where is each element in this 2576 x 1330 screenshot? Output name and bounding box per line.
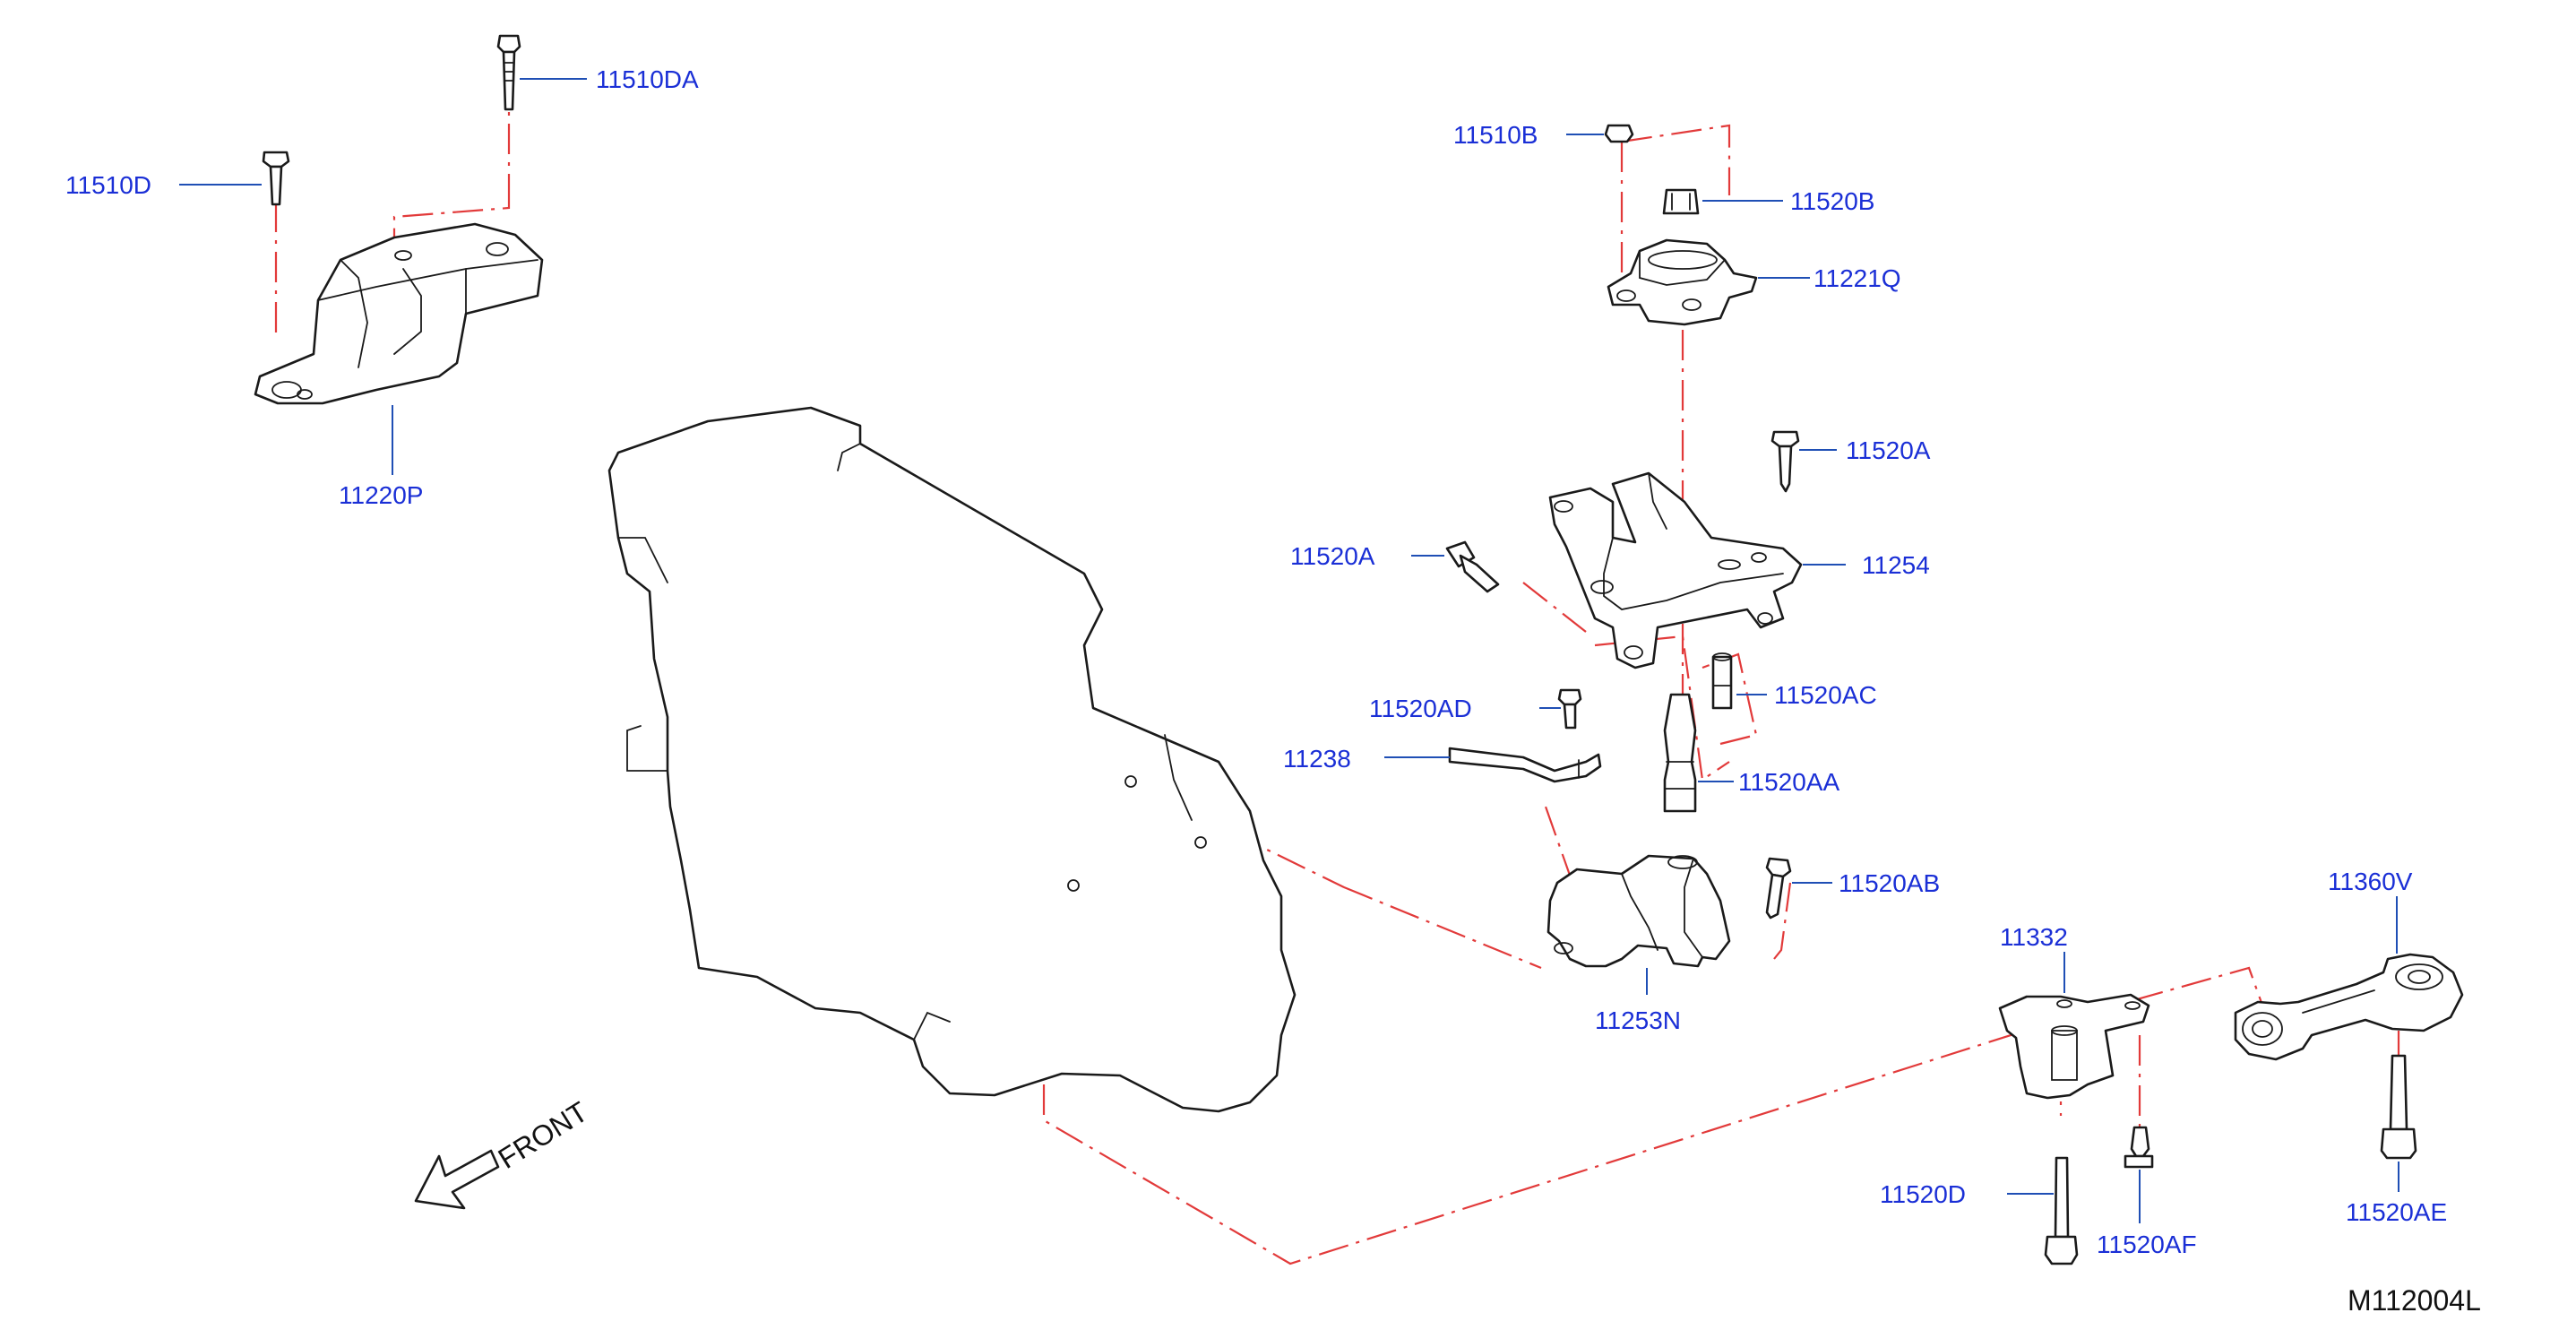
bracket-11253N [1546,854,1731,968]
left-engine-mount-11220P [254,222,544,405]
label-11510B: 11510B [1453,121,1538,149]
label-11220P: 11220P [339,481,423,509]
bolt-11510DA [496,34,521,111]
label-11510D: 11510D [65,171,151,199]
bolt-11520AF [2124,1126,2154,1169]
label-11520AF: 11520AF [2097,1231,2197,1258]
label-11332: 11332 [2000,923,2068,951]
part-number-labels: 11510DA 11510D 11220P 11510B 11520B 1122… [65,65,2447,1258]
bolt-11520AE [2380,1054,2417,1160]
nut-11520B [1662,188,1700,215]
label-11221Q: 11221Q [1814,264,1901,292]
spacer-11520AC [1711,652,1733,710]
label-11360V: 11360V [2328,868,2413,895]
bolt-11520A-right [1770,430,1800,493]
engine-block-outline [607,406,1297,1113]
label-11520AE: 11520AE [2346,1198,2447,1226]
bracket-11332 [1998,993,2150,1100]
bolt-11520A-left [1445,540,1500,593]
front-label: FRONT [493,1095,594,1175]
label-11238: 11238 [1283,745,1351,773]
torque-rod-11360V [2234,953,2464,1061]
label-11520B: 11520B [1790,187,1874,215]
label-11520A-right: 11520A [1846,436,1931,464]
label-11253N: 11253N [1595,1006,1681,1034]
front-direction-arrow: FRONT [414,1095,594,1210]
bolt-11520AD [1557,688,1582,730]
label-11520AB: 11520AB [1839,869,1940,897]
stud-11520AA [1663,693,1697,813]
label-11520A-left: 11520A [1290,542,1375,570]
bolt-11520AB [1765,857,1792,920]
nut-11510B [1604,124,1634,143]
bolt-11510D [262,151,290,206]
label-11520D: 11520D [1880,1180,1966,1208]
figure-id: M112004L [2348,1284,2481,1317]
leader-lines [179,78,2399,1223]
label-11520AC: 11520AC [1774,681,1877,709]
bracket-11254 [1548,471,1803,669]
label-11520AD: 11520AD [1369,695,1472,722]
engine-mount-11221Q [1607,238,1758,326]
label-11254: 11254 [1862,551,1930,579]
bolt-11520D [2044,1156,2079,1265]
label-11520AA: 11520AA [1738,768,1839,796]
rod-11238 [1448,747,1602,783]
label-11510DA: 11510DA [596,65,699,93]
